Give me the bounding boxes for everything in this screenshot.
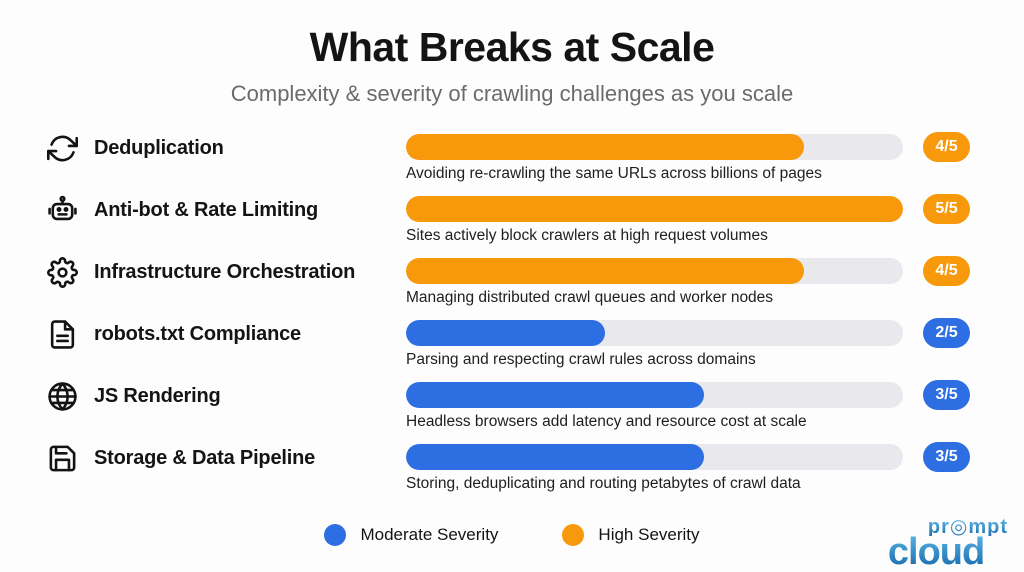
- bar-track: [406, 320, 903, 346]
- rating-badge: 2/5: [923, 318, 970, 348]
- row-description: Headless browsers add latency and resour…: [406, 413, 807, 430]
- rating-badge: 3/5: [923, 380, 970, 410]
- rating-badge: 4/5: [923, 132, 970, 162]
- legend-label: High Severity: [598, 525, 700, 544]
- row-deduplication: Deduplication Avoiding re-crawling the s…: [46, 132, 970, 183]
- moderate-severity-dot-icon: [324, 524, 347, 546]
- row-label: Storage & Data Pipeline: [94, 446, 316, 469]
- bar-fill: [406, 382, 705, 408]
- bar-track: [406, 444, 903, 470]
- page-subtitle: Complexity & severity of crawling challe…: [230, 81, 794, 106]
- row-label: JS Rendering: [94, 384, 221, 407]
- legend-item-moderate: Moderate Severity: [324, 524, 498, 546]
- page-title: What Breaks at Scale: [309, 24, 715, 70]
- row-description: Avoiding re-crawling the same URLs acros…: [406, 165, 822, 182]
- bar-track: [406, 382, 903, 408]
- challenge-list: Deduplication Avoiding re-crawling the s…: [46, 132, 970, 493]
- bar-track: [406, 196, 903, 222]
- row-infrastructure: Infrastructure Orchestration Managing di…: [46, 256, 970, 307]
- row-label: Anti-bot & Rate Limiting: [94, 198, 319, 221]
- row-description: Managing distributed crawl queues and wo…: [406, 289, 774, 306]
- gear-icon: [46, 256, 78, 288]
- globe-icon: [46, 380, 78, 412]
- bar-fill: [406, 320, 605, 346]
- bar-fill: [406, 444, 705, 470]
- bar-fill: [406, 134, 804, 160]
- legend: Moderate Severity High Severity: [0, 524, 1024, 546]
- row-label: Deduplication: [94, 136, 224, 159]
- row-label: robots.txt Compliance: [94, 322, 301, 345]
- legend-item-high: High Severity: [562, 524, 700, 546]
- header: What Breaks at Scale Complexity & severi…: [0, 0, 1024, 107]
- high-severity-dot-icon: [562, 524, 585, 546]
- bar-track: [406, 258, 903, 284]
- rating-badge: 3/5: [923, 442, 970, 472]
- rating-badge: 4/5: [923, 256, 970, 286]
- row-description: Parsing and respecting crawl rules acros…: [406, 351, 756, 368]
- bar-fill: [406, 196, 903, 222]
- row-description: Sites actively block crawlers at high re…: [406, 227, 768, 244]
- logo-gear-icon: ⚙: [978, 552, 993, 572]
- row-js-rendering: JS Rendering Headless browsers add laten…: [46, 380, 970, 431]
- promptcloud-logo: pr◎mpt cloud⚙: [888, 519, 1008, 568]
- row-robots-txt: robots.txt Compliance Parsing and respec…: [46, 318, 970, 369]
- row-label: Infrastructure Orchestration: [94, 260, 356, 283]
- legend-label: Moderate Severity: [360, 525, 499, 544]
- document-icon: [46, 318, 78, 350]
- row-description: Storing, deduplicating and routing petab…: [406, 475, 801, 492]
- bar-fill: [406, 258, 804, 284]
- rating-badge: 5/5: [923, 194, 970, 224]
- sync-icon: [46, 132, 78, 164]
- bar-track: [406, 134, 903, 160]
- robot-icon: [46, 194, 78, 226]
- row-anti-bot: Anti-bot & Rate Limiting Sites actively …: [46, 194, 970, 245]
- logo-text-cloud: cloud: [887, 530, 985, 572]
- floppy-icon: [46, 442, 78, 474]
- row-storage-pipeline: Storage & Data Pipeline Storing, dedupli…: [46, 442, 970, 493]
